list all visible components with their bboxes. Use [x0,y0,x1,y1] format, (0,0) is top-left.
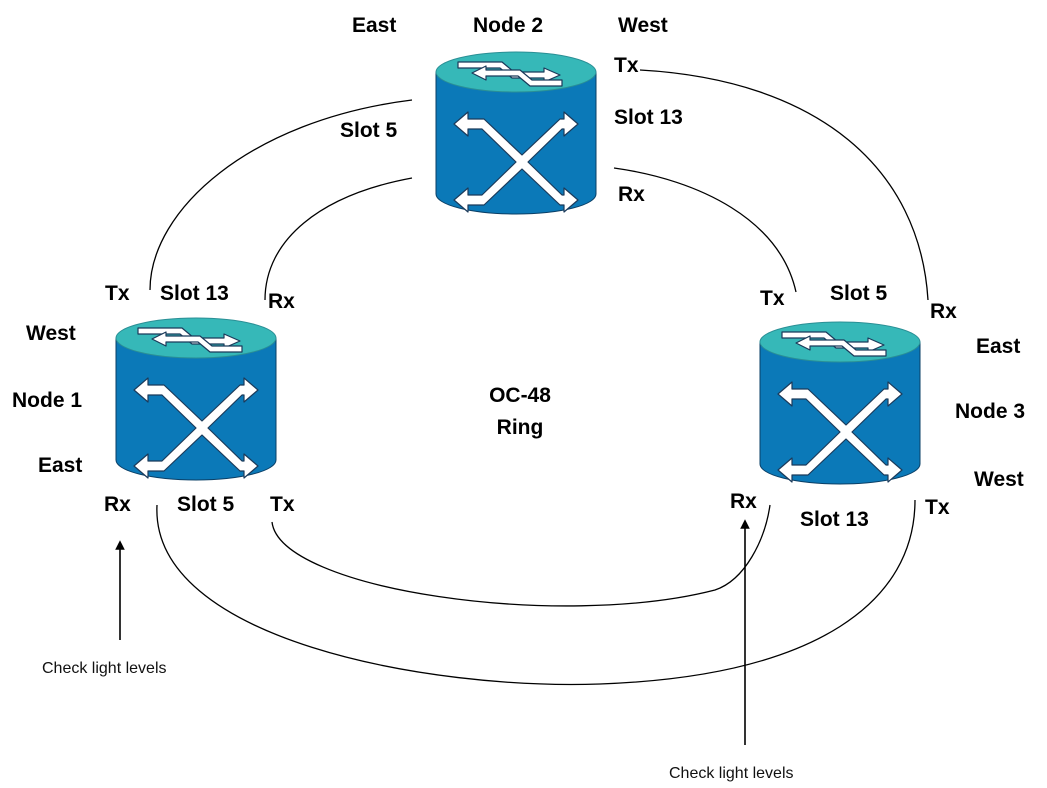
node1-east-label: East [38,454,82,477]
node-1-icon [115,317,277,481]
node3-west-label: West [974,468,1024,491]
node3-slot-bottom-label: Slot 13 [800,508,869,531]
node2-tx-label: Tx [614,54,639,77]
node1-rx-bottom-label: Rx [104,493,131,516]
node3-tx-bottom-label: Tx [925,496,950,519]
node3-name-label: Node 3 [955,400,1025,423]
fiber-n1-rx-to-n3-tx [156,499,916,686]
node1-tx-top-label: Tx [105,282,130,305]
node2-east-label: East [352,14,396,37]
check-light-levels-left: Check light levels [42,660,167,677]
node3-east-label: East [976,335,1020,358]
fiber-n1-tx-to-n3-rx [271,504,771,607]
ring-label-line2: Ring [497,416,544,439]
ring-label-line1: OC-48 [489,384,551,407]
node1-rx-top-label: Rx [268,290,295,313]
node3-rx-bottom-label: Rx [730,490,757,513]
node1-slot-bottom-label: Slot 5 [177,493,234,516]
fiber-n2-west-tx-to-n3-rx [639,69,929,301]
node1-slot-top-label: Slot 13 [160,282,229,305]
node3-tx-top-label: Tx [760,287,785,310]
node2-name-label: Node 2 [473,14,543,37]
node-2-icon [435,51,597,215]
fiber-n2-east-inner-to-n1-rx [264,177,413,301]
node1-name-label: Node 1 [12,389,82,412]
node2-rx-label: Rx [618,183,645,206]
node3-slot-top-label: Slot 5 [830,282,887,305]
node1-west-label: West [26,322,76,345]
node3-rx-top-label: Rx [930,300,957,323]
node-3-icon [759,321,921,485]
node2-slot-right-label: Slot 13 [614,106,683,129]
check-light-levels-right: Check light levels [669,765,794,782]
node1-tx-bottom-label: Tx [270,493,295,516]
fiber-links [149,69,929,686]
fiber-n2-west-rx-to-n3-tx [613,167,797,293]
node2-west-label: West [618,14,668,37]
fiber-n2-east-to-n1-west [149,99,413,291]
node2-slot-left-label: Slot 5 [340,119,397,142]
